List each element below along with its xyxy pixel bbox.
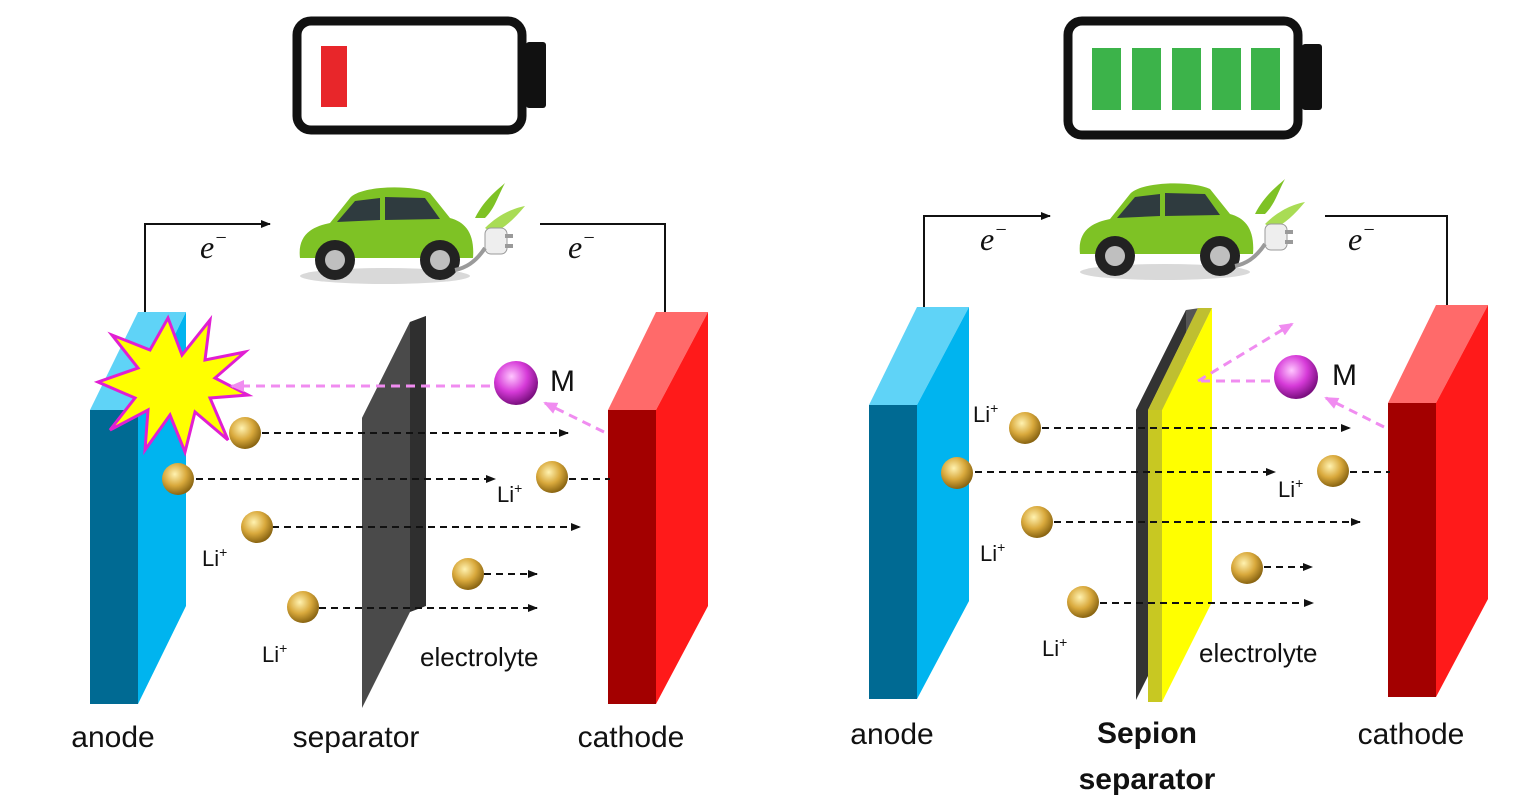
- battery-charge-bar: [321, 46, 347, 107]
- lithium-ion: [452, 558, 484, 590]
- lithium-ion: [1009, 412, 1041, 444]
- electric-car-icon: [297, 181, 527, 286]
- battery-low-icon: [292, 16, 546, 135]
- separator-label: separator: [293, 721, 420, 754]
- lithium-ion: [536, 461, 568, 493]
- right-panel: e− e− M: [850, 16, 1488, 796]
- lithium-ion-label: Li+: [980, 539, 1005, 566]
- lithium-ion: [287, 591, 319, 623]
- metal-ion-label: M: [1332, 359, 1357, 392]
- sepion-separator-label: Sepion: [1097, 717, 1197, 750]
- anode-electrode: [869, 307, 969, 699]
- metal-ion-label: M: [550, 365, 575, 398]
- lithium-ion: [1067, 586, 1099, 618]
- battery-full-icon: [1063, 16, 1322, 140]
- sepion-separator-label-line2: separator: [1079, 763, 1216, 796]
- battery-charge-bar: [1172, 48, 1201, 110]
- cathode-label: cathode: [578, 721, 685, 754]
- lithium-ion: [241, 511, 273, 543]
- lithium-ion-flow: Li+ Li+ Li+: [162, 417, 610, 667]
- battery-charge-bar: [1132, 48, 1161, 110]
- battery-charge-bar: [1092, 48, 1121, 110]
- electron-label-left: e−: [980, 219, 1008, 257]
- cathode-label: cathode: [1358, 718, 1465, 751]
- anode-label: anode: [71, 721, 154, 754]
- dendrite-burst-icon: [93, 314, 254, 457]
- separator-membrane: [362, 316, 426, 708]
- lithium-ion: [229, 417, 261, 449]
- battery-charge-bar: [1212, 48, 1241, 110]
- lithium-ion-label: Li+: [1278, 475, 1303, 502]
- lithium-ion-label: Li+: [497, 480, 522, 507]
- cathode-electrode: [1388, 305, 1488, 697]
- lithium-ion-label: Li+: [973, 400, 998, 427]
- lithium-ion-label: Li+: [262, 640, 287, 667]
- anode-label: anode: [850, 718, 933, 751]
- lithium-ion: [1231, 552, 1263, 584]
- metal-ion: [494, 361, 538, 405]
- lithium-ion-label: Li+: [1042, 634, 1067, 661]
- lithium-ion-label: Li+: [202, 544, 227, 571]
- lithium-ion: [1021, 506, 1053, 538]
- electrolyte-label: electrolyte: [1199, 638, 1318, 668]
- lithium-ion: [162, 463, 194, 495]
- lithium-ion: [941, 457, 973, 489]
- battery-charge-bar: [1251, 48, 1280, 110]
- external-circuit: [144, 220, 669, 356]
- cathode-electrode: [608, 312, 708, 704]
- electron-label-right: e−: [568, 227, 596, 265]
- lithium-ion: [1317, 455, 1349, 487]
- metal-ion-migration: M: [1197, 322, 1385, 429]
- left-panel: e− e− M: [71, 16, 708, 754]
- electron-label-right: e−: [1348, 219, 1376, 257]
- electrolyte-label: electrolyte: [420, 642, 539, 672]
- metal-ion-migration: M: [230, 361, 605, 434]
- electric-car-icon: [1077, 177, 1307, 282]
- metal-ion: [1274, 355, 1318, 399]
- lithium-ion-flow: Li+ Li+ Li+ Li+: [941, 400, 1390, 661]
- electron-label-left: e−: [200, 227, 228, 265]
- external-circuit: [923, 212, 1451, 350]
